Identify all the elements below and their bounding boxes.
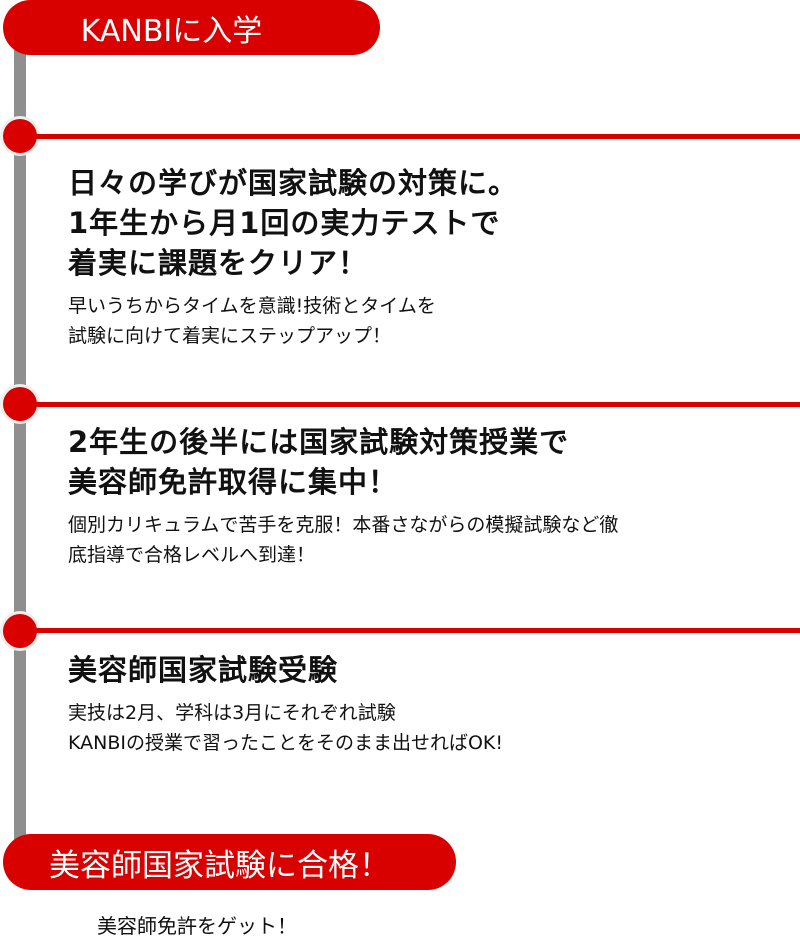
start-badge: KANBIに入学 xyxy=(3,0,380,55)
step-2: 2年生の後半には国家試験対策授業で美容師免許取得に集中！ 個別カリキュラムで苦手… xyxy=(68,422,790,570)
step-heading: 日々の学びが国家試験の対策に。1年生から月1回の実力テストで着実に課題をクリア！ xyxy=(68,166,519,280)
goal-badge: 美容師国家試験に合格！ xyxy=(3,834,456,890)
step-body: 個別カリキュラムで苦手を克服！本番さながらの模擬試験など徹底指導で合格レベルへ到… xyxy=(68,514,619,566)
start-label: KANBIに入学 xyxy=(80,13,263,49)
goal-note: 美容師免許をゲット！ xyxy=(97,914,297,938)
step-heading: 2年生の後半には国家試験対策授業で美容師免許取得に集中！ xyxy=(68,425,570,499)
timeline-divider xyxy=(30,134,800,139)
step-heading: 美容師国家試験受験 xyxy=(68,653,339,687)
goal-label: 美容師国家試験に合格！ xyxy=(49,847,390,884)
timeline-divider xyxy=(30,628,800,633)
step-body: 早いうちからタイムを意識!技術とタイムを試験に向けて着実にステップアップ！ xyxy=(68,295,436,347)
step-1: 日々の学びが国家試験の対策に。1年生から月1回の実力テストで着実に課題をクリア！… xyxy=(68,163,790,351)
timeline-divider xyxy=(30,402,800,407)
timeline-line xyxy=(14,50,26,840)
